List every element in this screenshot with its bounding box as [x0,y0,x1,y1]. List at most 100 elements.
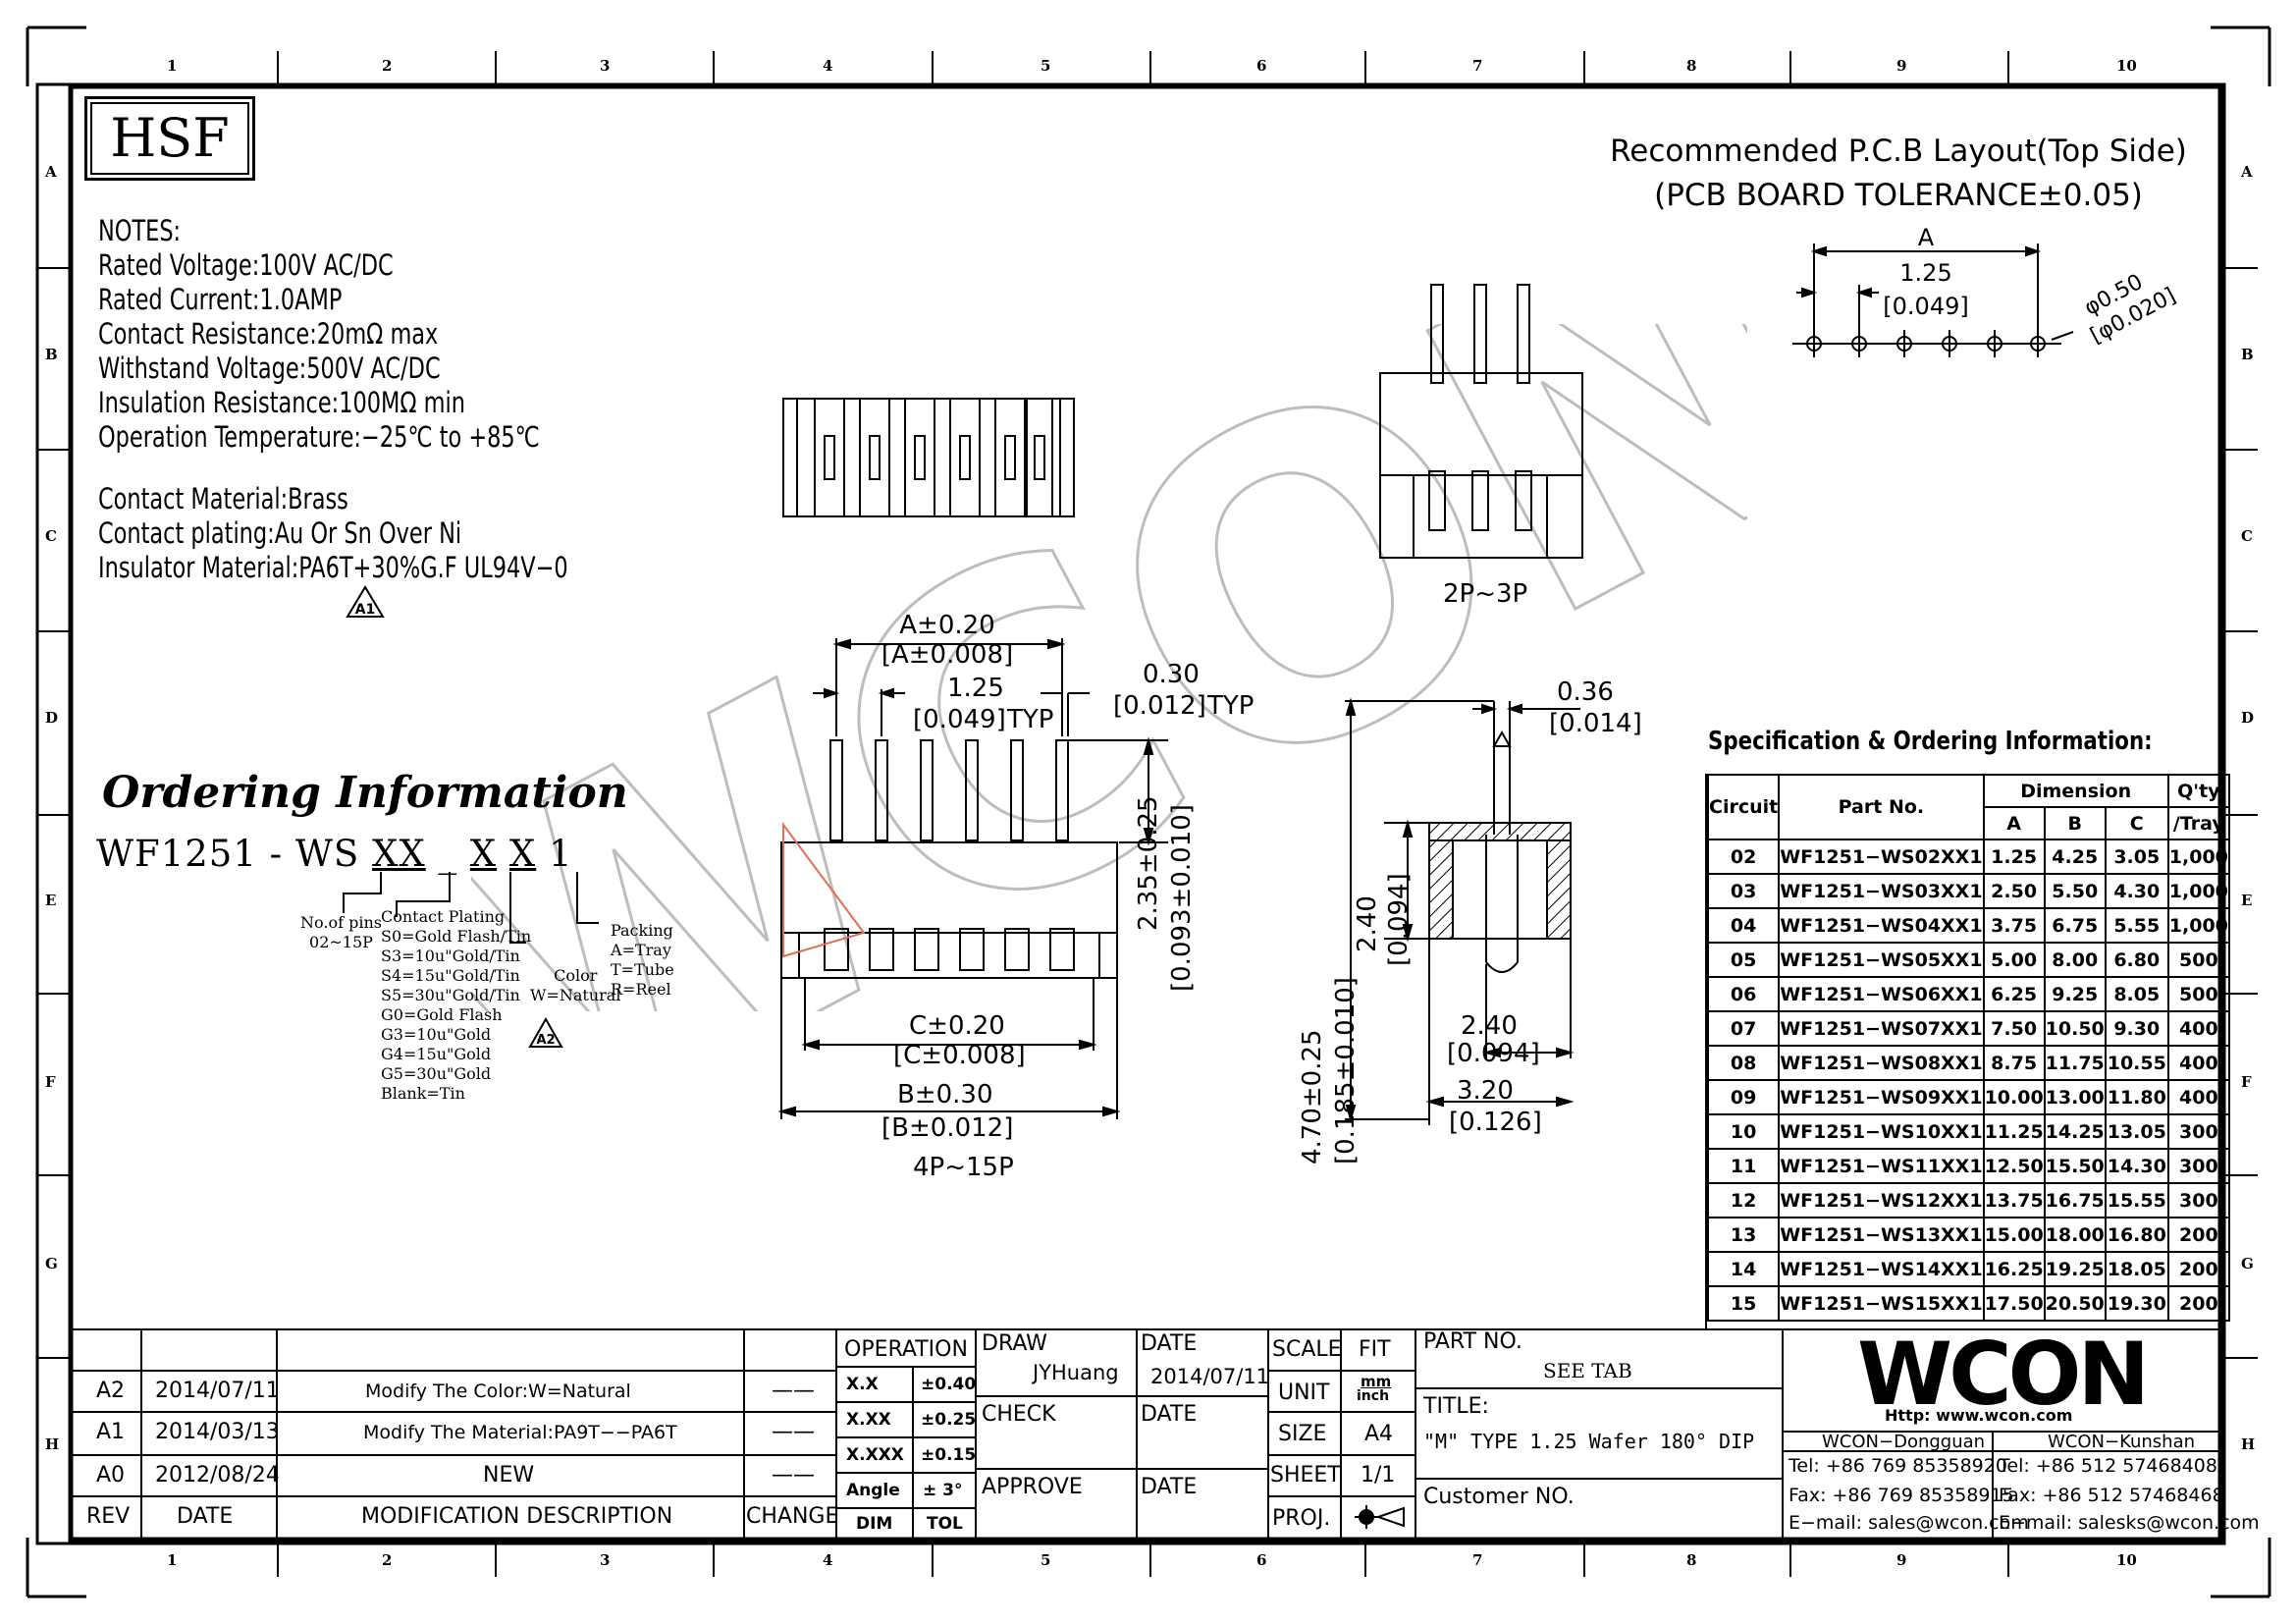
front-a-dim: A±0.20 [899,611,995,640]
rev-a0-desc: NEW [483,1463,535,1488]
spec-cell-part-no: WF1251−WS04XX1 [1778,907,1985,944]
spec-cell-dim-a: 7.50 [1982,1010,2046,1047]
dg-fax: Fax: +86 769 85358915 [1789,1485,2014,1506]
pcb-layout-title-block: Recommended P.C.B Layout(Top Side) (PCB … [1594,130,2203,218]
front-typ: TYP [1007,705,1054,734]
packing-option: T=Tube [611,960,674,979]
section-w2: 3.20 [1457,1076,1514,1106]
ks-email: E−mail: salesks@wcon.com [1999,1512,2260,1534]
spec-cell-dim-a: 15.00 [1982,1217,2046,1253]
spec-cell-dim-a: 13.75 [1982,1182,2046,1218]
spec-cell-dim-a: 12.50 [1982,1148,2046,1184]
spec-cell-dim-b: 19.25 [2043,1251,2107,1287]
note-line: Insulation Resistance:100MΩ min [98,386,465,419]
section-w1-inch: [0.094] [1447,1039,1540,1068]
zone-col-1: 1 [167,57,178,75]
pcb-pitch: 1.25 [1899,259,1951,287]
zone-row-e: E [2241,892,2253,909]
zone-col-5: 5 [1041,57,1051,75]
zone-col-3: 3 [600,1551,611,1569]
ordering-code: WF1251 - WS XX _ X X 1 [96,833,573,875]
pcb-layout-subtitle: (PCB BOARD TOLERANCE±0.05) [1654,178,2143,213]
zone-col-6: 6 [1256,1551,1267,1569]
rev-a0-date: 2012/08/24 [155,1463,280,1488]
spec-cell-circuit: 03 [1706,873,1781,909]
ks-tel: Tel: +86 512 57468408 [1999,1455,2217,1477]
spec-cell-dim-c: 18.05 [2104,1251,2169,1287]
spec-cell-dim-c: 13.05 [2104,1113,2169,1150]
pcb-layout-drawing: A 1.25 [0.049] φ0.50 [φ0.020] [1792,224,2180,357]
spec-cell-dim-c: 10.55 [2104,1045,2169,1081]
zone-row-f: F [45,1073,56,1091]
change-header: CHANGE [746,1504,839,1529]
spec-cell-dim-b: 11.75 [2043,1045,2107,1081]
spec-cell-circuit: 14 [1706,1251,1781,1287]
note-line: Rated Current:1.0AMP [98,283,343,316]
zone-col-9: 9 [1896,57,1907,75]
scale-label: SCALE [1272,1337,1342,1362]
zone-col-2: 2 [382,57,393,75]
check-date-label: DATE [1141,1402,1198,1427]
zone-col-3: 3 [600,57,611,75]
spec-cell-qty-per-tray: 1,000 [2166,839,2230,875]
spec-cell-qty-per-tray: 200 [2166,1251,2230,1287]
zone-col-2: 2 [382,1551,393,1569]
zone-row-b: B [2241,346,2254,363]
plating-option: S5=30u"Gold/Tin [381,986,520,1004]
spec-cell-circuit: 09 [1706,1079,1781,1115]
proj-label: PROJ. [1272,1506,1331,1531]
rev-header: REV [86,1504,131,1529]
plating-option: G3=10u"Gold [381,1025,492,1044]
spec-cell-circuit: 07 [1706,1010,1781,1047]
spec-cell-part-no: WF1251−WS12XX1 [1778,1182,1985,1218]
spec-cell-qty-per-tray: 1,000 [2166,873,2230,909]
pcb-pitch-inch: [0.049] [1883,293,1968,320]
material-line: Contact plating:Au Or Sn Over Ni [98,516,462,550]
draw-label: DRAW [982,1331,1047,1356]
spec-cell-dim-a: 2.50 [1982,873,2046,909]
spec-cell-circuit: 06 [1706,976,1781,1012]
color-title: Color [554,966,598,985]
dg-tel: Tel: +86 769 85358920 [1789,1455,2007,1477]
zone-col-9: 9 [1896,1551,1907,1569]
zone-row-d: D [2241,709,2255,727]
ks-name: WCON−Kunshan [2048,1432,2196,1452]
zone-row-h: H [2241,1435,2256,1453]
packing-title: Packing [611,921,673,940]
zone-row-f: F [2241,1073,2252,1091]
zone-row-b: B [45,346,58,363]
spec-cell-part-no: WF1251−WS09XX1 [1778,1079,1985,1115]
plating-option: S4=15u"Gold/Tin [381,966,520,985]
rev-mark-a2: A2 [536,1033,555,1048]
spec-cell-qty-per-tray: 1,000 [2166,907,2230,944]
plating-option: G5=30u"Gold [381,1064,492,1083]
packing-option: R=Reel [611,980,671,999]
dg-name: WCON−Dongguan [1822,1432,1986,1452]
tol-tol-footer: TOL [927,1514,963,1534]
tol-xxx-value: ±0.25 [921,1410,977,1430]
spec-cell-dim-b: 13.00 [2043,1079,2107,1115]
rev-a1-desc: Modify The Material:PA9T−−PA6T [363,1422,677,1443]
spec-cell-part-no: WF1251−WS05XX1 [1778,942,1985,978]
unit-mm: mm [1361,1373,1392,1390]
approve-date-label: DATE [1141,1475,1198,1499]
spec-cell-part-no: WF1251−WS15XX1 [1778,1285,1985,1322]
tol-xx-value: ±0.40 [921,1375,977,1394]
desc-header: MODIFICATION DESCRIPTION [361,1504,673,1529]
zone-row-h: H [45,1435,60,1453]
spec-cell-part-no: WF1251−WS06XX1 [1778,976,1985,1012]
color-option: W=Natural [530,986,621,1004]
spec-cell-dim-c: 19.30 [2104,1285,2169,1322]
hsf-logo-text: HSF [90,102,249,175]
wcon-logo: WCON [1857,1324,2150,1425]
spec-cell-qty-per-tray: 300 [2166,1148,2230,1184]
spec-header-b: B [2043,806,2107,840]
spec-cell-dim-b: 20.50 [2043,1285,2107,1322]
spec-cell-dim-c: 11.80 [2104,1079,2169,1115]
zone-col-4: 4 [823,1551,833,1569]
operation-title: OPERATION [844,1337,968,1362]
spec-header-part: Part No. [1778,774,1985,840]
plating-list: Contact Plating S0=Gold Flash/Tin S3=10u… [381,907,531,1104]
spec-cell-dim-b: 9.25 [2043,976,2107,1012]
